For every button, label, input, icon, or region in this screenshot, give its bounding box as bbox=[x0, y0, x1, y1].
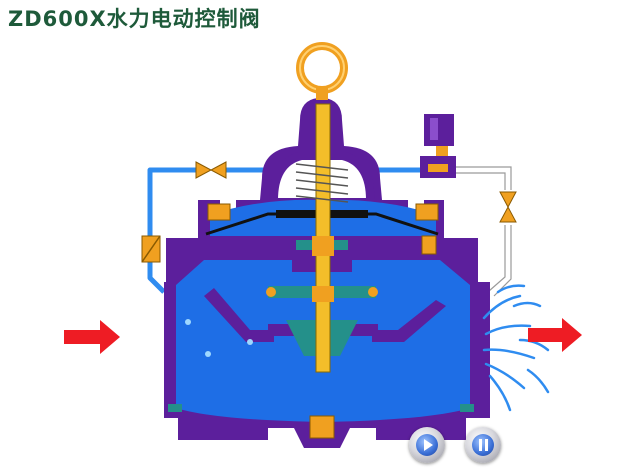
pause-icon bbox=[479, 439, 482, 451]
bonnet-bolts bbox=[207, 203, 439, 439]
play-icon bbox=[424, 439, 433, 451]
needle-valve-right bbox=[499, 191, 517, 223]
outlet-arrow-icon bbox=[528, 318, 582, 352]
inlet-arrow-icon bbox=[64, 320, 120, 354]
needle-valve-left bbox=[195, 161, 227, 179]
valve-spring bbox=[295, 163, 349, 203]
water-droplets bbox=[185, 319, 253, 357]
play-button[interactable] bbox=[409, 427, 445, 463]
solenoid-valve-icon bbox=[420, 114, 456, 178]
drain-tubing bbox=[455, 167, 511, 296]
filter-icon bbox=[141, 235, 161, 263]
lifting-ring-icon bbox=[296, 42, 348, 100]
water-spray bbox=[482, 284, 550, 412]
control-tubing-left bbox=[147, 167, 264, 294]
diagram-title: ZD600X水力电动控制阀 bbox=[8, 7, 261, 31]
pause-button[interactable] bbox=[465, 427, 501, 463]
